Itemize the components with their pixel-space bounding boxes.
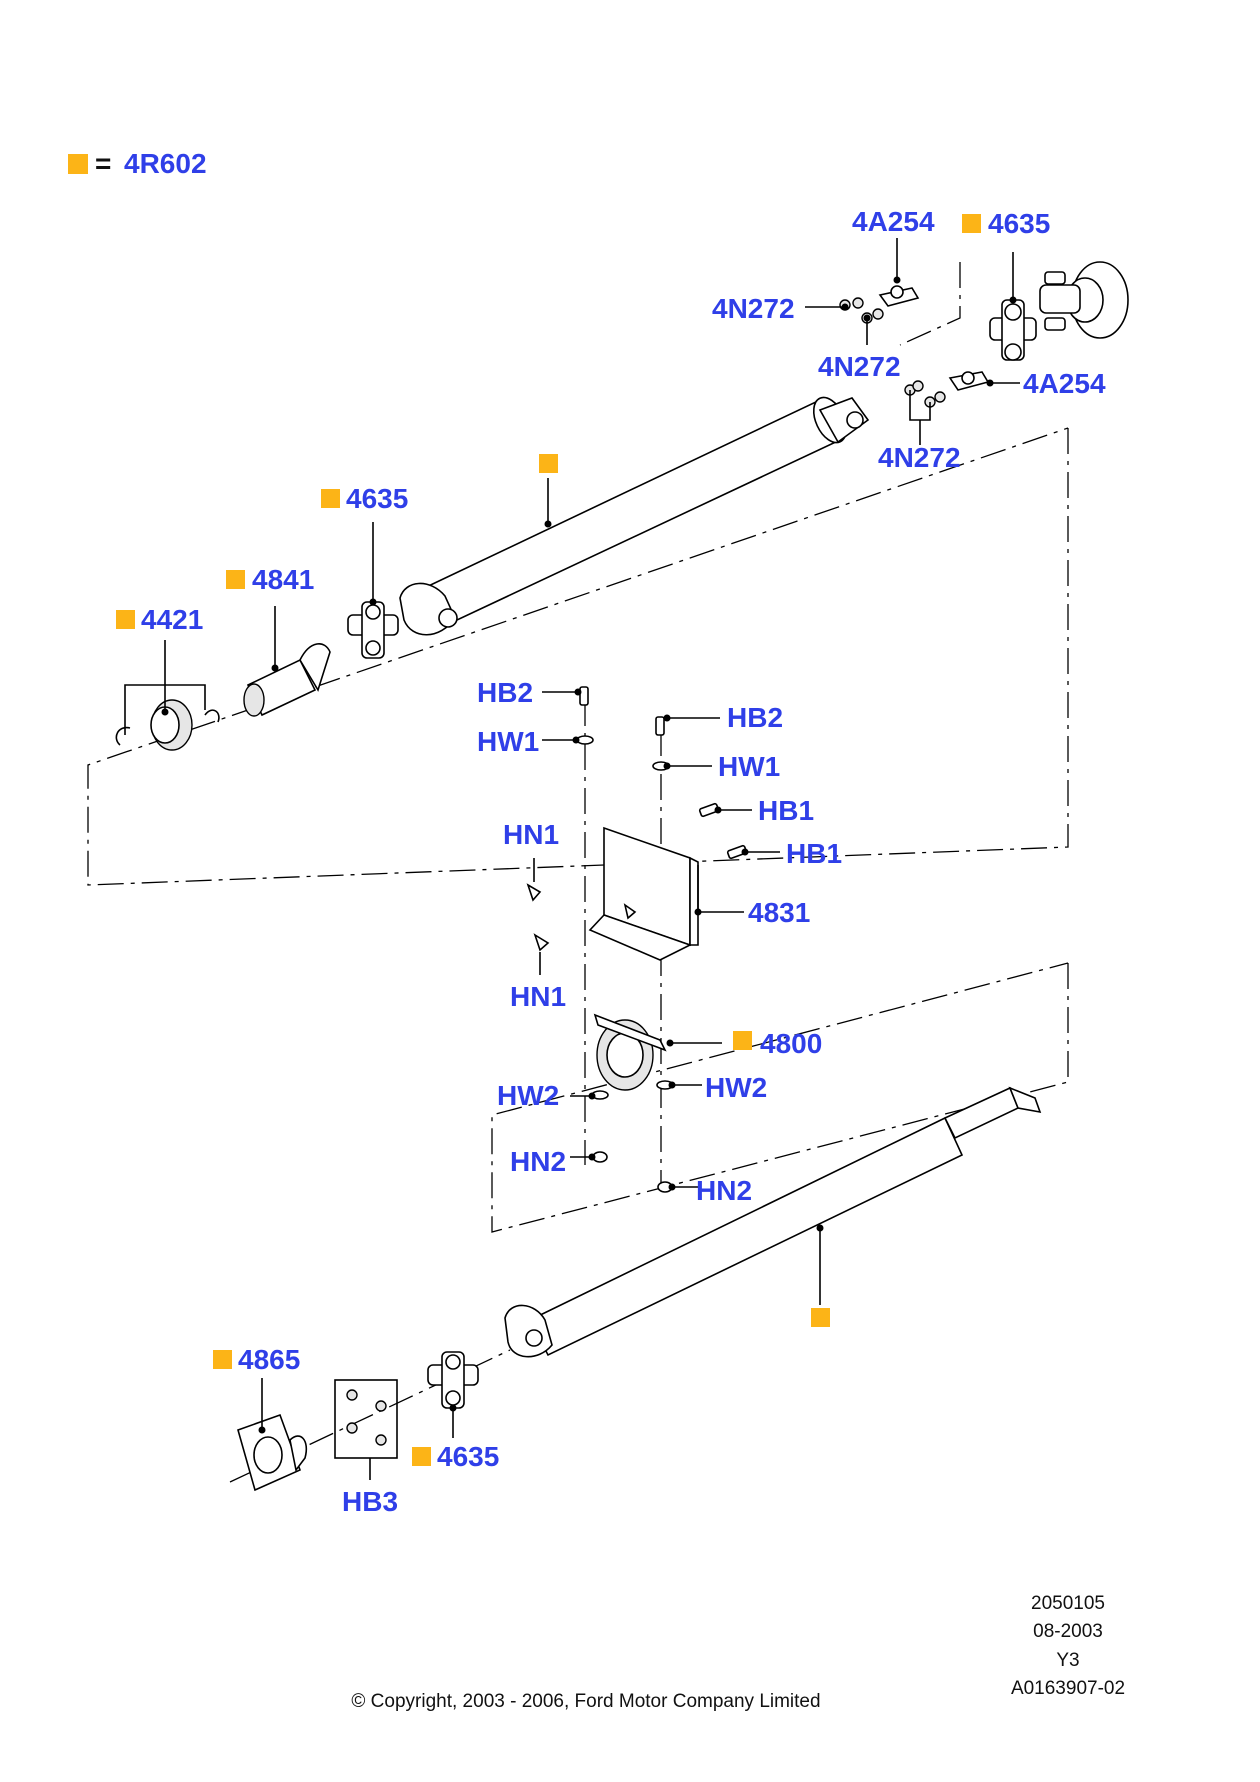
label-4865: 4865 [238, 1344, 300, 1375]
upper-driveshaft-tube [399, 396, 870, 636]
u-joint-mid [347, 601, 399, 659]
leader-lines [124, 238, 1020, 1480]
u-joint-bottom [427, 1351, 479, 1409]
label-hb3: HB3 [342, 1486, 398, 1517]
hb3-bolt-panel [334, 1379, 398, 1459]
footer-series: Y3 [1056, 1650, 1079, 1671]
label-hw2-left: HW2 [497, 1080, 559, 1111]
companion-flange-4865 [237, 1413, 308, 1492]
strap-clamp-right [948, 371, 990, 391]
callout-labels: 4A254 4635 4N272 4N272 4A254 4N272 4635 … [141, 206, 1106, 1517]
copyright-text: © Copyright, 2003 - 2006, Ford Motor Com… [351, 1691, 820, 1712]
bracket-4831 [588, 826, 699, 961]
label-4421: 4421 [141, 604, 203, 635]
rear-flange-yoke [1039, 261, 1129, 339]
marker-4635-bot [412, 1447, 431, 1466]
footer: 2050105 08-2003 Y3 A0163907-02 © Copyrig… [351, 1593, 1125, 1712]
label-hb1-bot: HB1 [786, 838, 842, 869]
footer-code: 2050105 [1031, 1593, 1105, 1614]
marker-upper-tube [539, 454, 558, 473]
label-4800: 4800 [760, 1028, 822, 1059]
label-4841: 4841 [252, 564, 314, 595]
slip-yoke [243, 643, 331, 717]
strap-clamp-top [878, 285, 920, 307]
label-hw1-right: HW1 [718, 751, 780, 782]
frame-top [899, 262, 961, 346]
marker-4421 [116, 610, 135, 629]
label-hb2-right: HB2 [727, 702, 783, 733]
label-hb1-top: HB1 [758, 795, 814, 826]
lower-driveshaft-tube [504, 1086, 1042, 1358]
u-joint-top [989, 299, 1037, 361]
label-4a254-top: 4A254 [852, 206, 935, 237]
footer-date: 08-2003 [1033, 1621, 1103, 1642]
label-4n272-left: 4N272 [712, 293, 795, 324]
label-hn2-right: HN2 [696, 1175, 752, 1206]
label-hn2-left: HN2 [510, 1146, 566, 1177]
marker-4635-mid [321, 489, 340, 508]
label-hw1-left: HW1 [477, 726, 539, 757]
label-4635-bot: 4635 [437, 1441, 499, 1472]
center-support-4800 [593, 1013, 667, 1091]
legend-code: 4R602 [124, 148, 207, 179]
label-hn1-top: HN1 [503, 819, 559, 850]
frame-upper [87, 427, 1069, 886]
frame-middle [491, 962, 1069, 1233]
marker-squares [116, 214, 981, 1466]
marker-lower-tube [811, 1308, 830, 1327]
label-hb2-left: HB2 [477, 677, 533, 708]
marker-4865 [213, 1350, 232, 1369]
marker-4841 [226, 570, 245, 589]
label-4a254-right: 4A254 [1023, 368, 1106, 399]
legend-swatch [68, 154, 88, 174]
marker-4635-top [962, 214, 981, 233]
label-4635-top: 4635 [988, 208, 1050, 239]
label-hw2-right: HW2 [705, 1072, 767, 1103]
marker-4800 [733, 1031, 752, 1050]
label-hn1-bot: HN1 [510, 981, 566, 1012]
legend-equals: = [95, 148, 111, 179]
legend: = 4R602 [68, 148, 207, 179]
label-4635-mid: 4635 [346, 483, 408, 514]
label-4n272-mid: 4N272 [818, 351, 901, 382]
leader-dots [161, 276, 1017, 1434]
label-4831: 4831 [748, 897, 810, 928]
label-4n272-low: 4N272 [878, 442, 961, 473]
footer-ref: A0163907-02 [1011, 1678, 1125, 1699]
